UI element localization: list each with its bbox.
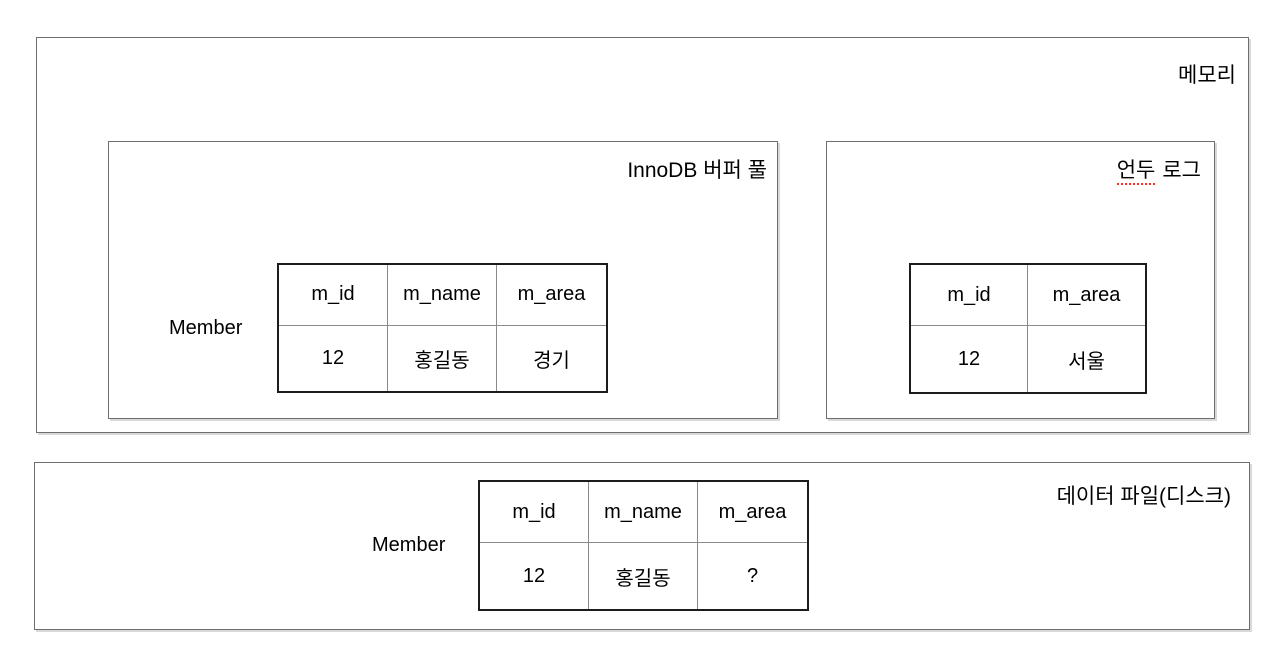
data-file-disk-label: 데이터 파일(디스크)	[1056, 485, 1231, 508]
table-header-cell: m_name	[388, 265, 497, 326]
member-table-name: Member	[372, 534, 446, 556]
table-data-cell: 홍길동	[589, 543, 698, 609]
memory-box: 메모리 InnoDB 버퍼 풀 Member m_id m_name m_are…	[36, 37, 1249, 433]
table-header-cell: m_id	[279, 265, 388, 326]
table-header-cell: m_area	[1028, 265, 1145, 327]
undo-log-table: m_id m_area 12 서울	[909, 263, 1147, 394]
table-data-cell: 12	[480, 543, 589, 609]
table-data-cell: 12	[279, 325, 388, 391]
data-file-disk-box: 데이터 파일(디스크) Member m_id m_name m_area 12…	[34, 462, 1250, 630]
table-data-cell: 경기	[533, 349, 570, 372]
table-data-cell: 서울	[1068, 350, 1105, 373]
undo-label-misspelled: 언두	[1116, 159, 1156, 185]
undo-log-label: 언두 로그	[1116, 157, 1201, 185]
table-data-cell: 12	[911, 326, 1028, 392]
table-data-cell: ?	[746, 564, 759, 587]
memory-box-label: 메모리	[1178, 64, 1236, 87]
innodb-buffer-pool-label: InnoDB 버퍼 풀	[627, 159, 767, 182]
table-header-cell: m_area	[698, 482, 807, 544]
table-data-cell: 홍길동	[388, 325, 497, 391]
table-header-cell: m_area	[497, 265, 606, 326]
table-header-cell: m_id	[480, 482, 589, 544]
member-table-name: Member	[169, 316, 243, 339]
undo-label-rest: 로그	[1162, 159, 1201, 182]
disk-member-table: m_id m_name m_area 12 홍길동 ?	[478, 480, 809, 611]
table-header-cell: m_id	[911, 265, 1028, 327]
undo-log-box: 언두 로그 m_id m_area 12 서울	[826, 141, 1215, 419]
innodb-buffer-pool-box: InnoDB 버퍼 풀 Member m_id m_name m_area 12…	[108, 141, 778, 419]
table-header-cell: m_name	[589, 482, 698, 544]
innodb-member-table: m_id m_name m_area 12 홍길동 경기	[277, 263, 608, 393]
